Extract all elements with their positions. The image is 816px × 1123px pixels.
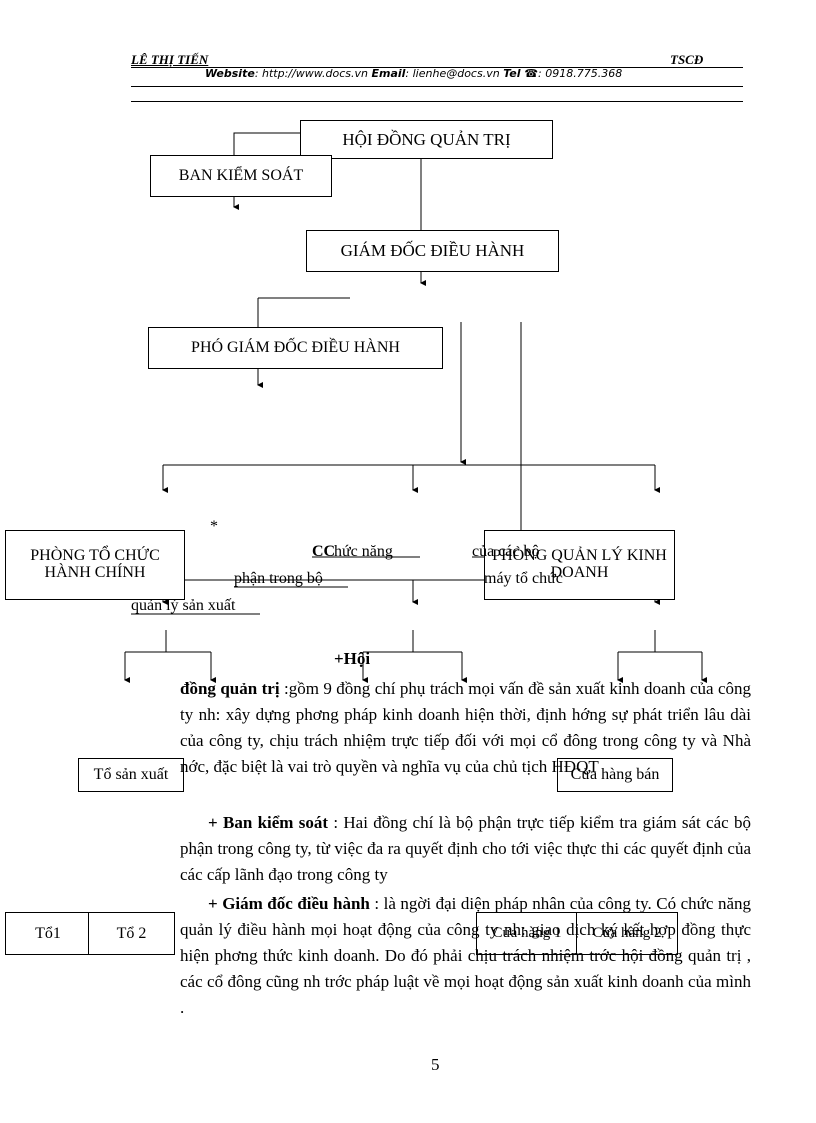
tel-value: : 0918.775.368 <box>538 67 623 80</box>
email-value: : lienhe@docs.vn <box>405 67 500 80</box>
page-number: 5 <box>431 1055 440 1074</box>
header-code: TSCĐ <box>670 52 704 67</box>
overlay-may: máy tổ chức <box>484 570 563 587</box>
supervisory-box: BAN KIỂM SOÁT <box>150 155 332 197</box>
paragraph-board-heading: đồng quản trị <box>180 679 280 698</box>
asterisk-mark: * <box>210 518 218 535</box>
overlay-cua: của các bộ <box>472 543 540 560</box>
paragraph-board-text: :gồm 9 đồng chí phụ trách mọi vấn đề sản… <box>180 679 752 776</box>
paragraph-board: đồng quản trị :gồm 9 đồng chí phụ trách … <box>180 676 751 780</box>
paragraph-supervisory: + Ban kiểm soát : Hai đồng chí là bộ phậ… <box>180 810 751 888</box>
paragraph-supervisory-text: : Hai đồng chí là bộ phận trực tiếp kiểm… <box>180 813 751 884</box>
production-team-box: Tổ sản xuất <box>78 758 184 792</box>
paragraph-director: + Giám đốc điều hành : là ngời đại diện … <box>180 891 751 1021</box>
overlay-cc: CC <box>312 543 336 560</box>
team-2-box: Tổ 2 <box>88 912 175 955</box>
website-label: Website <box>205 67 255 80</box>
tel-label: Tel <box>503 67 521 80</box>
header-rule-mid <box>131 86 743 87</box>
overlay-quan-ly: quản lý sản xuất <box>131 597 236 614</box>
paragraph-director-text: : là ngời đại diện pháp nhân của công ty… <box>180 894 751 1017</box>
phone-icon: ☎ <box>520 67 539 80</box>
paragraph-supervisory-heading: + Ban kiểm soát <box>208 813 329 832</box>
website-value: : http://www.docs.vn <box>254 67 368 80</box>
header-contact: Website: http://www.docs.vn Email: lienh… <box>205 67 622 80</box>
dept-admin-box: PHÒNG TỔ CHỨC HÀNH CHÍNH <box>5 530 185 600</box>
paragraph-director-heading: + Giám đốc điều hành <box>208 894 370 913</box>
director-box: GIÁM ĐỐC ĐIỀU HÀNH <box>306 230 559 272</box>
overlay-phan: phận trong bộ <box>234 570 323 587</box>
sales-store-box: Cửa hàng bán <box>557 758 673 792</box>
overlay-hoi: +Hội <box>334 649 371 668</box>
header-author: LÊ THỊ TIẾN <box>131 52 209 67</box>
deputy-director-box: PHÓ GIÁM ĐỐC ĐIỀU HÀNH <box>148 327 443 369</box>
header-rule-top <box>131 67 743 68</box>
header-rule-bottom <box>131 101 743 102</box>
board-box: HỘI ĐỒNG QUẢN TRỊ <box>300 120 553 159</box>
dept-business-box: PHÒNG QUẢN LÝ KINH DOANH <box>484 530 675 600</box>
store-2-box: Cửa hàng 2 <box>576 912 678 955</box>
overlay-chuc-nang: hức năng <box>334 543 393 560</box>
store-1-box: Cửa hàng 1 <box>476 912 578 955</box>
email-label: Email <box>371 67 406 80</box>
team-1-box: Tổ1 <box>5 912 91 955</box>
